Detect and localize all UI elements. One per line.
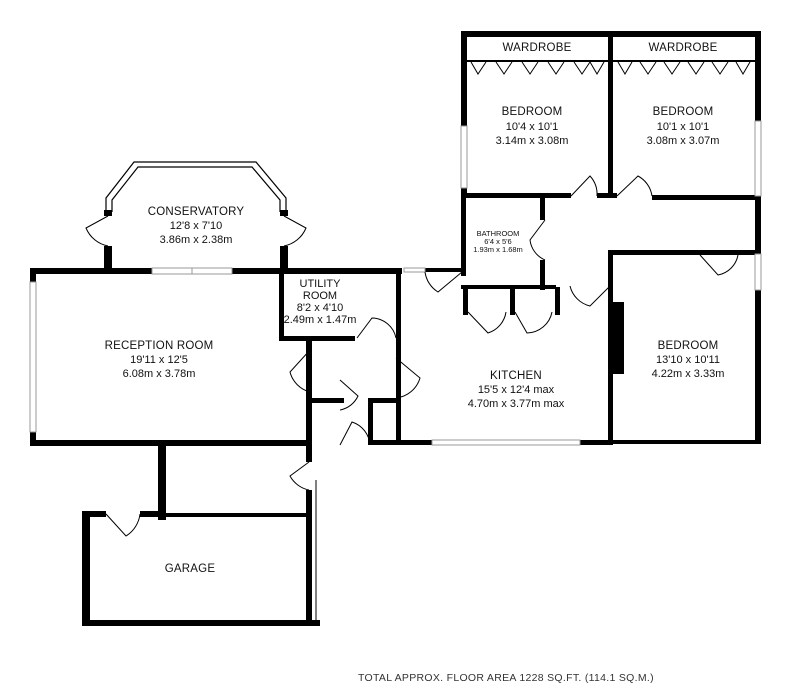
bedroom-3-metric: 4.22m x 3.33m: [652, 368, 725, 380]
hall-door-3: [339, 379, 359, 411]
reception-window: [29, 281, 37, 433]
bedroom-wing-walls: [461, 31, 761, 254]
kitchen-walls: [370, 268, 613, 445]
conservatory-frame: [104, 161, 288, 272]
reception-walls: [30, 268, 402, 446]
kitchen-top-window: [403, 267, 426, 273]
cupboard-door-left: [467, 311, 507, 334]
garage-door: [105, 513, 141, 537]
conservatory-imperial: 12'8 x 7'10: [170, 220, 223, 232]
bedroom-1-imperial: 10'4 x 10'1: [506, 121, 559, 133]
hall-walls: [310, 398, 401, 445]
kitchen-metric: 4.70m x 3.77m max: [468, 398, 565, 410]
bedroom-3-walls: [608, 250, 761, 444]
bedroom-1-door: [570, 175, 598, 197]
utility-name-line2: ROOM: [303, 290, 337, 302]
conservatory-door-left: [85, 215, 109, 247]
bedroom-1-metric: 3.14m x 3.08m: [496, 135, 569, 147]
wardrobe-right-label: WARDROBE: [649, 42, 718, 54]
conservatory-metric: 3.86m x 2.38m: [160, 234, 233, 246]
bedroom-1-window: [460, 125, 468, 189]
bathroom-door: [529, 219, 546, 261]
hall-door-1: [289, 349, 311, 393]
kitchen-window: [431, 439, 581, 446]
total-floor-area: TOTAL APPROX. FLOOR AREA 1228 SQ.FT. (11…: [358, 672, 654, 684]
conservatory-door-right: [283, 215, 307, 247]
conservatory-name: CONSERVATORY: [148, 206, 245, 218]
cupboard-walls: [463, 287, 560, 315]
bedroom-2-door: [616, 175, 653, 197]
bedroom-3-imperial: 13'10 x 10'11: [656, 354, 720, 366]
bedroom-2-metric: 3.08m x 3.07m: [647, 135, 720, 147]
bathroom-walls: [461, 196, 556, 290]
reception-imperial: 19'11 x 12'5: [130, 354, 188, 366]
bedroom-2-window: [754, 120, 762, 197]
utility-door: [356, 317, 397, 339]
reception-metric: 6.08m x 3.78m: [123, 368, 196, 380]
bathroom-name: BATHROOM: [477, 229, 520, 238]
bedroom-2-name: BEDROOM: [653, 106, 714, 118]
garage-walls: [82, 444, 320, 626]
cupboard-door-right: [514, 311, 553, 334]
bathroom-imperial: 6'4 x 5'6: [484, 237, 511, 246]
utility-name-line1: UTILITY: [300, 278, 342, 290]
bedroom-3-door: [699, 254, 739, 276]
bathroom-metric: 1.93m x 1.68m: [473, 245, 523, 254]
utility-metric: 2.49m x 1.47m: [284, 314, 357, 326]
wardrobe-left-label: WARDROBE: [503, 42, 572, 54]
bedroom-1-name: BEDROOM: [502, 106, 563, 118]
garage-name: GARAGE: [165, 563, 216, 575]
kitchen-door-top: [424, 271, 463, 293]
wardrobe-right-doors: [617, 61, 751, 75]
kitchen-imperial: 15'5 x 12'4 max: [478, 384, 555, 396]
bedroom-3-window: [754, 253, 762, 291]
hall-door-2: [395, 357, 421, 399]
kitchen-name: KITCHEN: [490, 370, 542, 382]
bedroom-3-name: BEDROOM: [658, 340, 719, 352]
hall-door-4: [339, 421, 371, 446]
bedroom-2-imperial: 10'1 x 10'1: [657, 121, 710, 133]
utility-imperial: 8'2 x 4'10: [297, 302, 343, 314]
reception-name: RECEPTION ROOM: [105, 340, 214, 352]
utility-walls: [279, 268, 401, 342]
garage-side-door: [289, 461, 310, 491]
corridor-kitchen-door: [569, 285, 611, 307]
wardrobe-left-doors: [470, 61, 605, 75]
